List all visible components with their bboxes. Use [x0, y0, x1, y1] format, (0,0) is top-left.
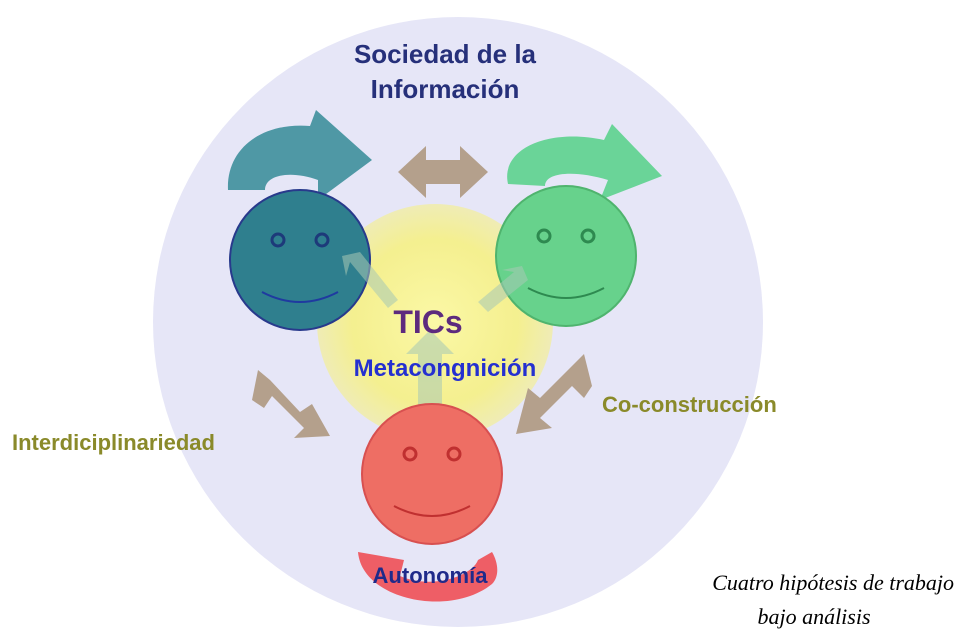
face-left: [229, 189, 371, 331]
face-bottom: [361, 403, 503, 545]
left-eye: [402, 446, 418, 462]
center-glow: [317, 204, 553, 440]
smile: [393, 505, 471, 517]
caption-line1: Cuatro hipótesis de trabajo: [712, 570, 954, 595]
bottom-label: Autonomía: [373, 563, 489, 588]
curved-arrow-right-icon: [507, 124, 662, 200]
top-label-line1: Sociedad de la: [354, 39, 537, 69]
face-right: [495, 185, 637, 327]
smiley-face-icon: [495, 185, 637, 327]
right-label: Co-construcción: [602, 392, 777, 417]
inward-arrows: [342, 252, 528, 426]
right-eye: [580, 228, 596, 244]
left-eye: [270, 232, 286, 248]
smile: [261, 291, 339, 303]
right-eye: [314, 232, 330, 248]
smile: [527, 287, 605, 299]
smiley-face-icon: [361, 403, 503, 545]
curved-arrow-bottom-icon: [358, 552, 498, 602]
center-label-main: TICs: [393, 304, 462, 340]
caption-line2: bajo análisis: [757, 604, 870, 629]
left-eye: [536, 228, 552, 244]
center-label-sub: Metacongnición: [354, 355, 537, 382]
double-arrow-left-icon: [252, 370, 330, 438]
top-label-line2: Información: [371, 74, 520, 104]
left-label: Interdiciplinariedad: [12, 430, 215, 455]
double-arrow-right-icon: [516, 354, 592, 434]
double-arrow-top-icon: [398, 146, 488, 198]
right-eye: [446, 446, 462, 462]
curved-arrow-left-icon: [227, 110, 372, 200]
arrow-from-left-icon: [342, 252, 398, 308]
arrow-from-right-icon: [478, 266, 528, 312]
smiley-face-icon: [229, 189, 371, 331]
arrow-from-bottom-icon: [406, 330, 454, 426]
